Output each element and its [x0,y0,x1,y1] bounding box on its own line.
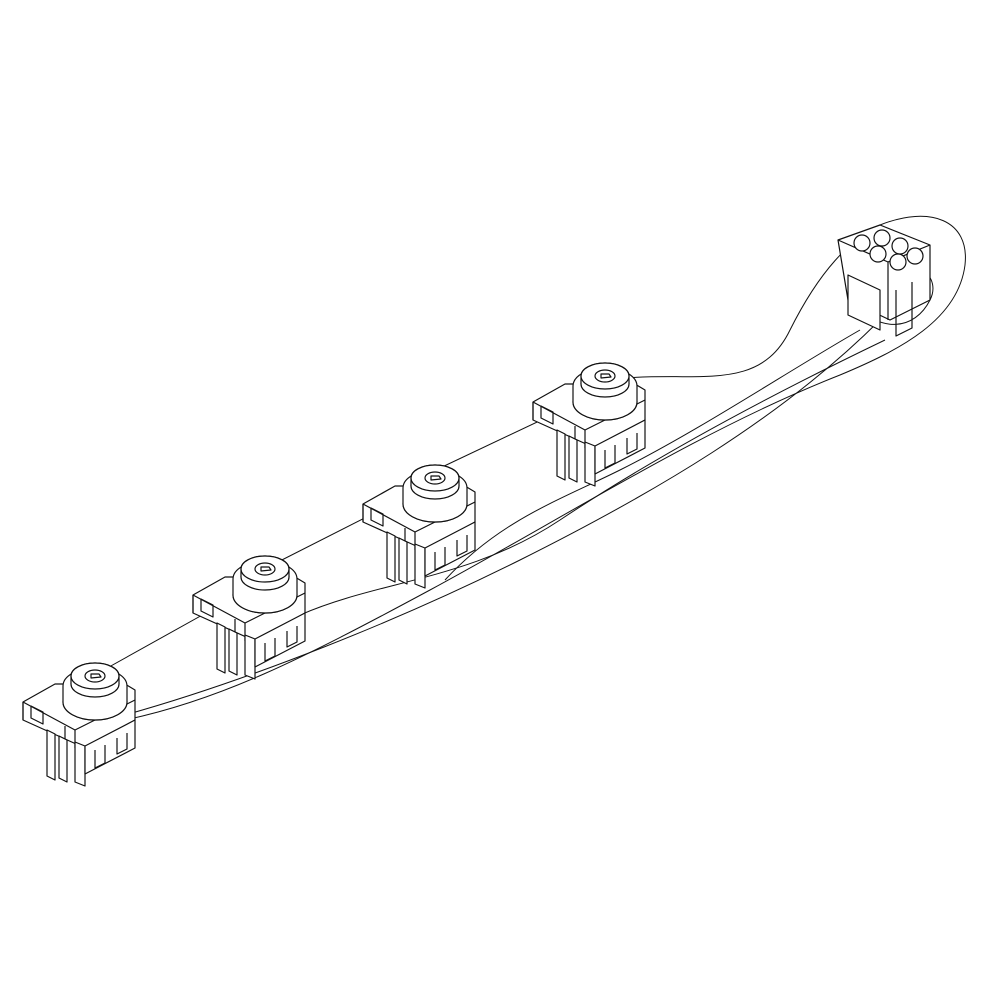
wire-switch3-to-connector [444,329,861,581]
wire-switch2-to-connector [299,339,886,616]
wire-switch1-to-connector [124,319,881,716]
wire-top-chain [99,397,589,673]
rotary-switch-3 [362,464,476,589]
rotary-switch-1 [22,662,136,787]
harness-connector [837,224,931,337]
rotary-switch-4 [532,362,646,487]
wire-outer-loop [124,215,966,721]
